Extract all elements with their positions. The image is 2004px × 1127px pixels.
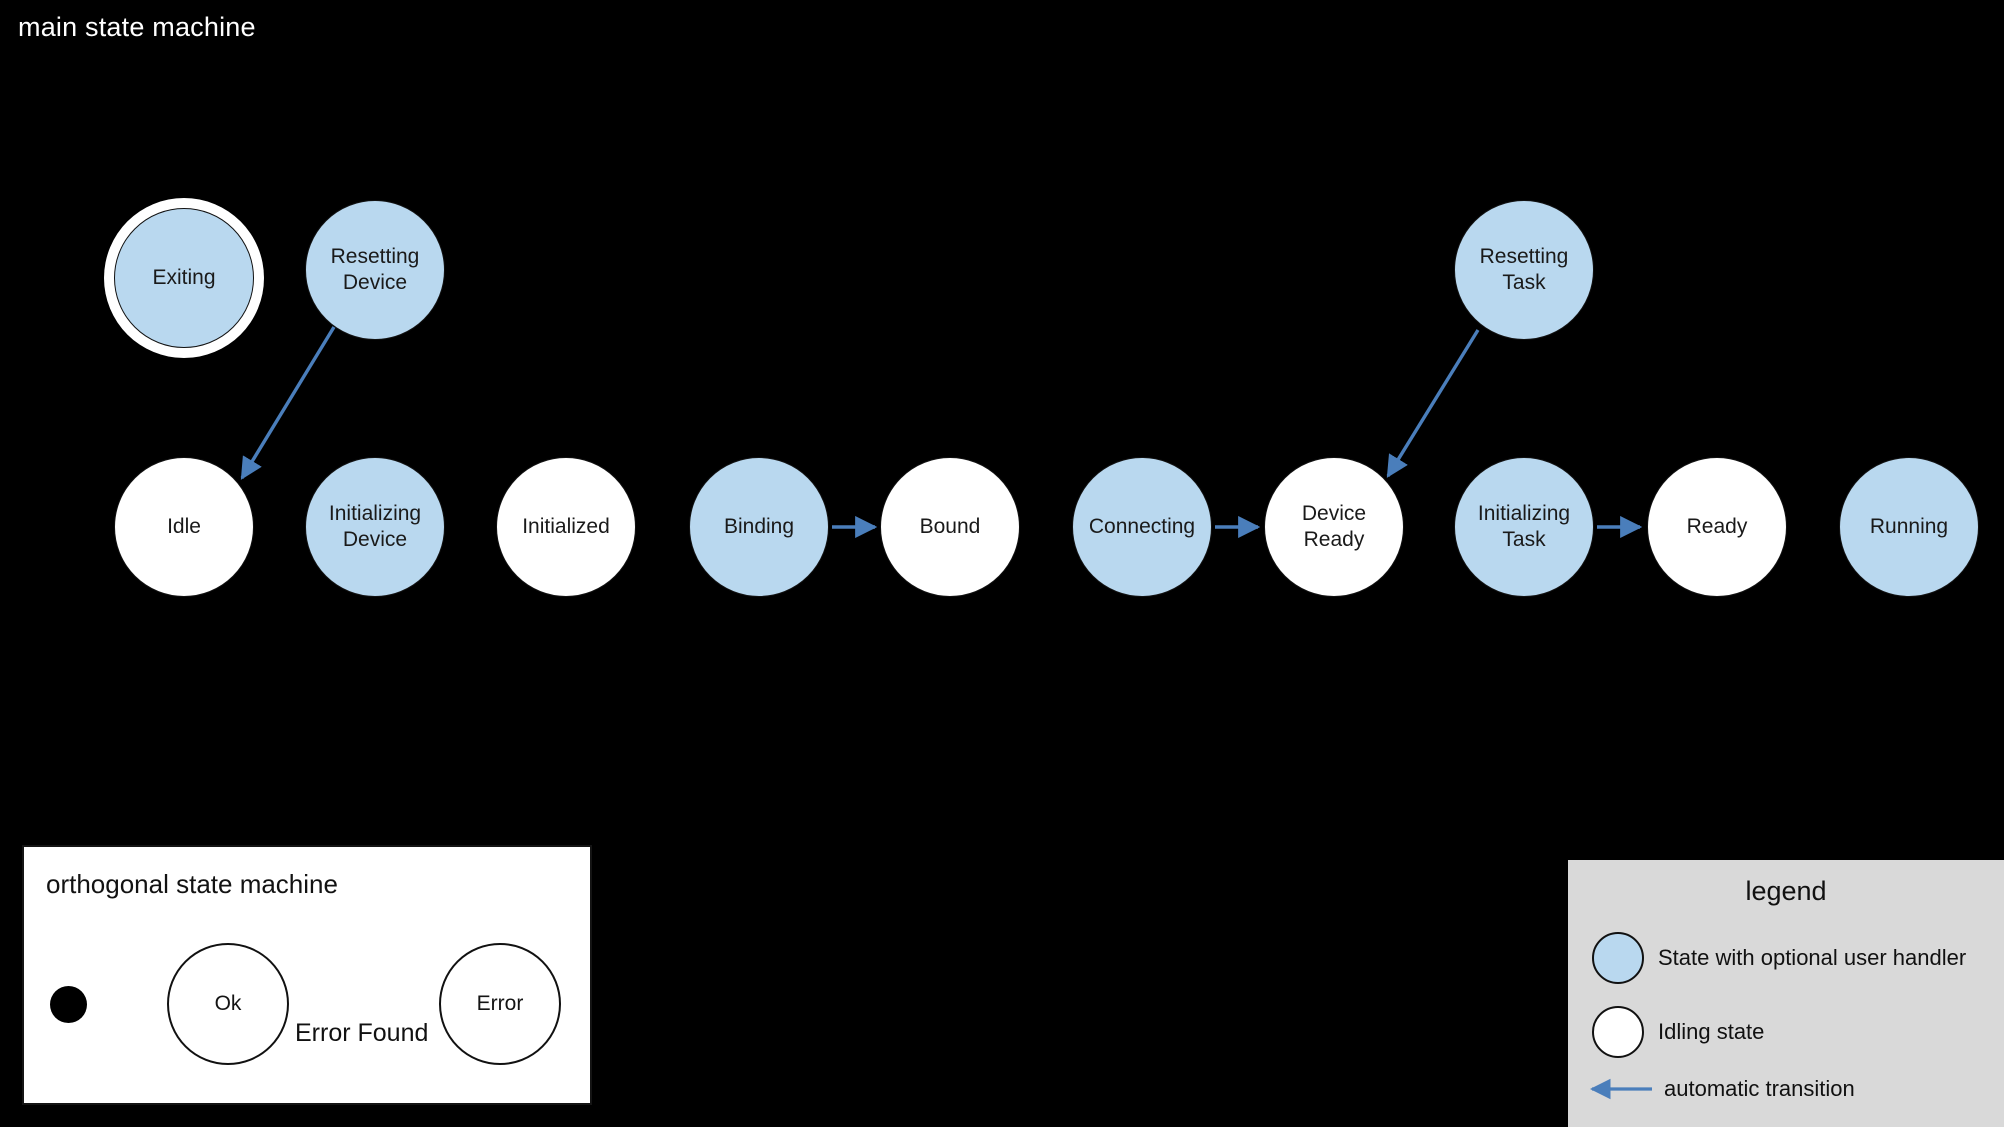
state-idle-label: Idle (167, 515, 201, 539)
state-binding[interactable]: Binding (689, 457, 829, 597)
state-exiting-label: Exiting (152, 266, 216, 290)
state-connecting-label: Connecting (1088, 515, 1196, 539)
state-initialized[interactable]: Initialized (496, 457, 636, 597)
handler-circle-icon (1592, 932, 1644, 984)
legend-item-handler-state: State with optional user handler (1592, 932, 1966, 984)
ortho-edge-label-error-found: Error Found (295, 1019, 429, 1047)
state-running-label: Running (1869, 515, 1949, 539)
state-bound-label: Bound (919, 515, 981, 539)
state-ready-label: Ready (1686, 515, 1748, 539)
state-running[interactable]: Running (1839, 457, 1979, 597)
legend-panel: legend State with optional user handler … (1568, 860, 2004, 1127)
state-connecting[interactable]: Connecting (1072, 457, 1212, 597)
state-initializing-device-label: Initializing Device (328, 502, 422, 551)
ortho-state-error-label: Error (476, 992, 524, 1015)
state-exiting[interactable]: Exiting (114, 208, 254, 348)
state-resetting-device[interactable]: Resetting Device (305, 200, 445, 340)
legend-item-handler-state-label: State with optional user handler (1658, 945, 1967, 970)
state-initialized-label: Initialized (522, 515, 610, 539)
legend-item-automatic-transition-label: automatic transition (1664, 1076, 1855, 1101)
ortho-state-ok[interactable]: Ok (167, 943, 289, 1065)
orthogonal-panel-title: orthogonal state machine (46, 869, 338, 899)
state-resetting-device-label: Resetting Device (330, 245, 420, 294)
state-idle[interactable]: Idle (114, 457, 254, 597)
page-title: main state machine (18, 12, 256, 42)
state-device-ready[interactable]: Device Ready (1264, 457, 1404, 597)
legend-item-automatic-transition: automatic transition (1584, 1076, 1855, 1102)
left-arrow-icon (1584, 1076, 1656, 1102)
state-binding-label: Binding (723, 515, 795, 539)
legend-item-idling-state-label: Idling state (1658, 1019, 1765, 1044)
legend-item-idling-state: Idling state (1592, 1006, 1764, 1058)
ortho-state-ok-label: Ok (214, 992, 242, 1015)
state-resetting-task[interactable]: Resetting Task (1454, 200, 1594, 340)
state-resetting-task-label: Resetting Task (1479, 245, 1569, 294)
state-initializing-task-label: Initializing Task (1477, 502, 1571, 551)
ortho-state-error[interactable]: Error (439, 943, 561, 1065)
initial-state-dot (50, 986, 87, 1023)
state-bound[interactable]: Bound (880, 457, 1020, 597)
transition-resetting-device-to-idle (240, 326, 336, 480)
state-ready[interactable]: Ready (1647, 457, 1787, 597)
idling-circle-icon (1592, 1006, 1644, 1058)
legend-title: legend (1745, 876, 1827, 906)
state-device-ready-label: Device Ready (1301, 502, 1367, 551)
state-initializing-task[interactable]: Initializing Task (1454, 457, 1594, 597)
state-initializing-device[interactable]: Initializing Device (305, 457, 445, 597)
transition-resetting-task-to-device-ready (1386, 329, 1480, 478)
